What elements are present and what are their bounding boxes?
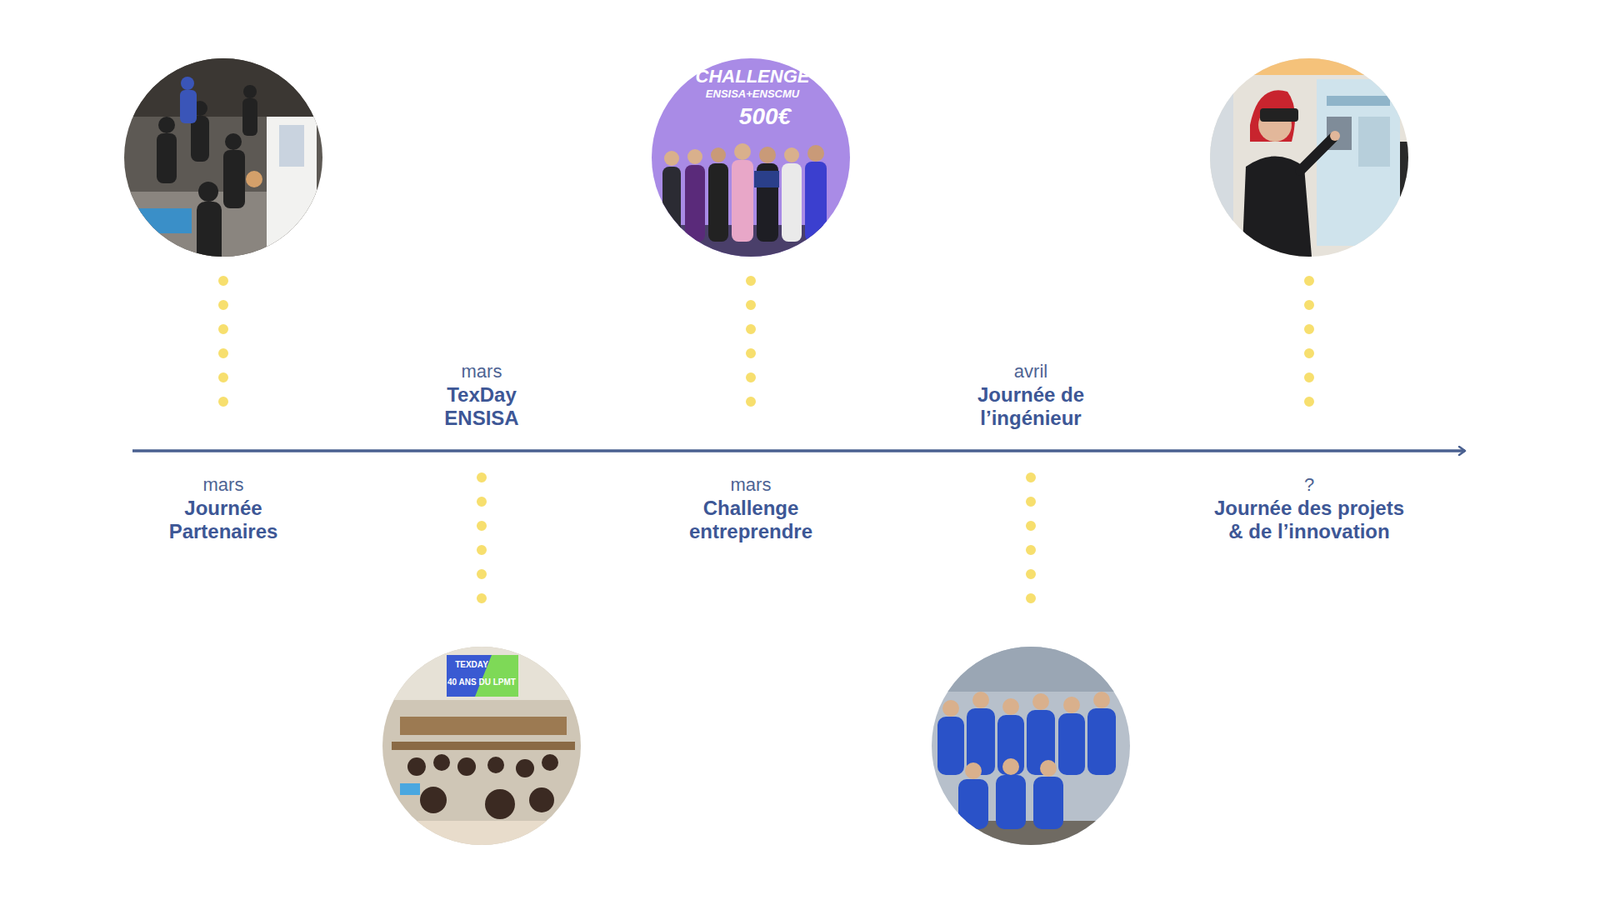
event-title: Journée de l’ingénieur [955,383,1107,430]
event-title: Journée Partenaires [151,496,295,544]
event-date: mars [422,360,541,384]
timeline-event: marsChallenge entreprendre [667,471,835,545]
photo-caption-text: ENSISA+ENSCMU [705,88,800,100]
event-title: TexDay ENSISA [422,383,541,430]
event-photo [116,50,334,269]
event-date: ? [1212,473,1406,497]
event-date: mars [151,473,295,497]
timeline-axis [132,449,1465,453]
photo-caption-text: 40 ANS DU LPMT [447,677,516,687]
timeline-event: avrilJournée de l’ingénieur [951,358,1110,432]
event-photo [641,50,859,267]
event-date: mars [670,473,831,497]
dotted-leader [1025,477,1036,623]
timeline-event: marsTexDay ENSISA [419,358,545,432]
dotted-leader [476,477,487,623]
event-photo [1200,50,1417,267]
photo-caption-text: TEXDAY [455,660,489,670]
dotted-leader [745,280,756,426]
event-date: avril [955,360,1107,384]
event-title: Challenge entreprendre [670,496,831,544]
event-title: Journée des projets & de l’innovation [1212,496,1406,544]
dotted-leader [218,280,229,426]
photo-caption-text: 500€ [739,104,791,130]
photo-caption-text: CHALLENGE [695,66,810,87]
dotted-leader [1304,280,1315,426]
timeline-event: marsJournée Partenaires [148,471,299,545]
timeline-event: ?Journée des projets & de l’innovation [1209,471,1410,545]
dotted-leaders [223,280,1310,623]
event-photo [375,641,592,859]
event-photo [925,641,1142,863]
